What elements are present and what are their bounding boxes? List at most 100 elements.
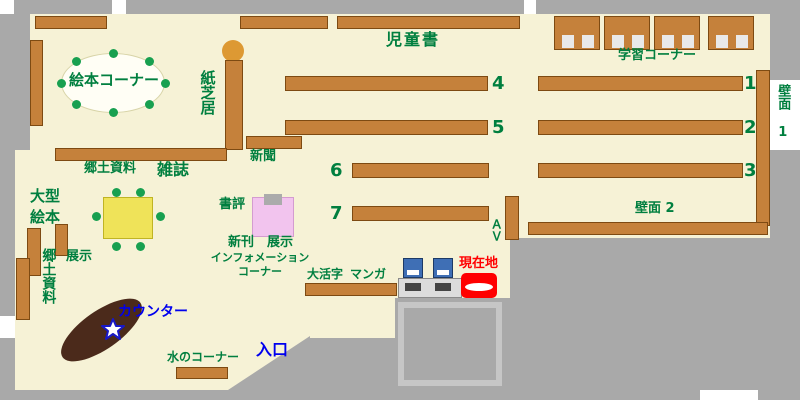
opac-keyboard xyxy=(435,283,451,291)
label-shelf-2: 2 xyxy=(744,117,757,138)
bookshelf-row-7 xyxy=(352,206,489,221)
bookshelf-av xyxy=(505,196,519,240)
label-picture-book-corner: 絵本コーナー xyxy=(68,71,159,89)
bookshelf-wall-2 xyxy=(528,222,768,235)
desk-seat xyxy=(582,35,594,48)
current-location-marker xyxy=(461,273,497,298)
bookshelf-row-6 xyxy=(352,163,489,178)
chair-icon xyxy=(109,108,118,117)
chair-icon xyxy=(112,188,121,197)
chair-icon xyxy=(145,57,154,66)
study-desk xyxy=(708,16,754,50)
opac-terminal-icon xyxy=(403,258,423,278)
chair-icon xyxy=(57,79,66,88)
wall-opening xyxy=(0,316,15,338)
bookshelf-local-materials-top xyxy=(55,148,227,161)
bookshelf-wall-1 xyxy=(756,70,770,226)
label-kamishibai: 紙芝居 xyxy=(198,70,217,115)
label-shelf-1: 1 xyxy=(744,73,757,94)
vestibule-outline xyxy=(398,302,502,386)
label-newspaper: 新聞 xyxy=(250,149,277,164)
opac-screen xyxy=(407,270,419,275)
label-local-materials-left: 郷土資料 xyxy=(40,248,57,304)
bookshelf-row-3 xyxy=(538,163,743,178)
label-counter: カウンター xyxy=(118,304,188,320)
opac-keyboard xyxy=(405,283,421,291)
bookshelf-large-print-manga xyxy=(305,283,397,296)
desk-seat xyxy=(662,35,674,48)
label-shelf-5: 5 xyxy=(492,117,505,138)
label-large-picture-books-line1: 大型 xyxy=(30,187,61,205)
label-av: ＡＶ xyxy=(489,218,504,242)
floor-area-entrance xyxy=(310,298,395,338)
chair-icon xyxy=(72,100,81,109)
label-new-books-display: 新刊 展示 xyxy=(228,235,294,250)
chair-icon xyxy=(92,212,101,221)
desk-seat xyxy=(632,35,644,48)
desk-seat xyxy=(612,35,624,48)
desk-seat xyxy=(736,35,748,48)
bookshelf-row-4 xyxy=(285,76,488,91)
opac-terminal-icon xyxy=(433,258,453,278)
label-information-corner: インフォメーション コーナー xyxy=(210,251,310,279)
bookshelf-left-c xyxy=(55,224,68,256)
bookshelf-newspaper xyxy=(246,136,302,149)
label-display-left: 展示 xyxy=(66,249,93,264)
round-stool-icon xyxy=(222,40,244,62)
label-current-location: 現在地 xyxy=(459,256,499,271)
bookshelf-top-left-wall xyxy=(35,16,107,29)
bookshelf-water-corner xyxy=(176,367,228,379)
label-shelf-7: 7 xyxy=(330,203,343,224)
label-book-reviews: 書評 xyxy=(219,197,246,212)
label-large-print: 大活字 xyxy=(307,267,344,281)
bookshelf-top-center-2 xyxy=(337,16,520,29)
counter-star-icon xyxy=(101,318,125,340)
desk-seat xyxy=(716,35,728,48)
wall-opening xyxy=(524,0,536,14)
chair-icon xyxy=(112,242,121,251)
label-wall-2: 壁面 2 xyxy=(635,201,675,216)
wall-opening xyxy=(0,0,14,14)
label-information-line2: コーナー xyxy=(238,265,282,278)
marker-band xyxy=(465,283,493,291)
study-desk xyxy=(554,16,600,50)
wall-opening xyxy=(700,390,758,400)
label-wall-1: 壁面 1 xyxy=(775,84,791,140)
label-manga: マンガ xyxy=(350,267,387,281)
chair-icon xyxy=(145,100,154,109)
wall-opening xyxy=(770,80,800,150)
desk-seat xyxy=(682,35,694,48)
label-childrens-books: 児童書 xyxy=(386,30,441,49)
label-information-line1: インフォメーション xyxy=(210,251,310,264)
desk-seat xyxy=(562,35,574,48)
bookshelf-left-a xyxy=(27,228,41,276)
bookshelf-kamishibai xyxy=(225,60,243,150)
bookshelf-row-2 xyxy=(538,120,743,135)
bookshelf-ehon-left-wall xyxy=(30,40,43,126)
reading-table xyxy=(103,197,153,239)
chair-icon xyxy=(136,242,145,251)
label-shelf-4: 4 xyxy=(492,73,505,94)
label-shelf-6: 6 xyxy=(330,160,343,181)
bookshelf-row-1 xyxy=(538,76,743,91)
label-large-picture-books-line2: 絵本 xyxy=(30,208,61,226)
chair-icon xyxy=(136,188,145,197)
study-desk xyxy=(654,16,700,50)
label-shelf-3: 3 xyxy=(744,160,757,181)
chair-icon xyxy=(156,212,165,221)
label-local-materials-top: 郷土資料 xyxy=(84,161,137,176)
label-entrance: 入口 xyxy=(256,340,289,359)
chair-icon xyxy=(161,79,170,88)
label-magazines: 雑誌 xyxy=(157,160,190,179)
display-stand xyxy=(264,194,282,205)
label-large-picture-books: 大型 絵本 xyxy=(30,186,60,228)
chair-icon xyxy=(72,57,81,66)
study-desk xyxy=(604,16,650,50)
label-study-corner: 学習コーナー xyxy=(618,48,697,63)
chair-icon xyxy=(109,49,118,58)
label-water-corner: 水のコーナー xyxy=(167,350,240,364)
bookshelf-row-5 xyxy=(285,120,488,135)
bookshelf-left-b xyxy=(16,258,30,320)
bookshelf-top-center-1 xyxy=(240,16,328,29)
